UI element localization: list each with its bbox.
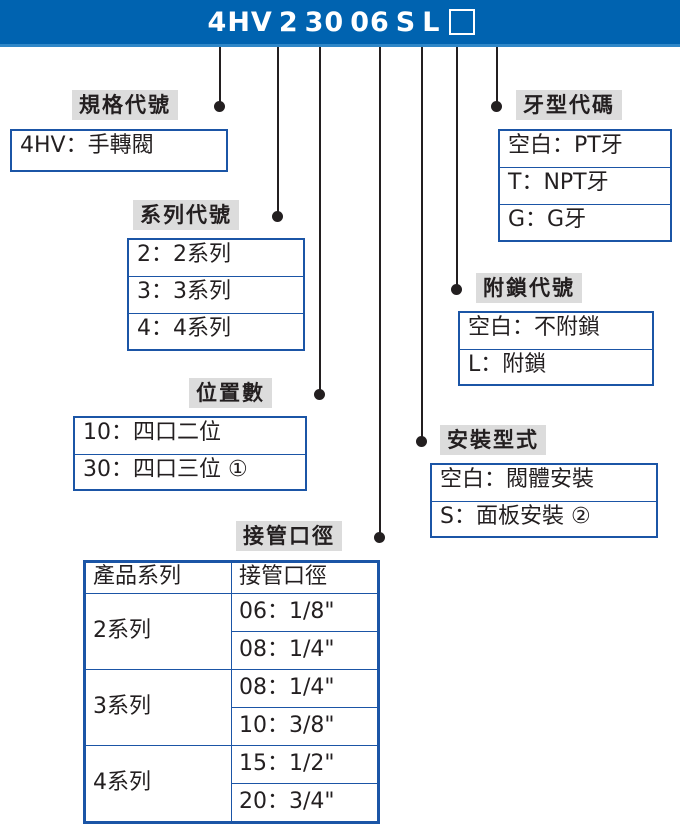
bore-cell: 20：3/4" [231, 783, 378, 822]
option-row: S：面板安裝 ② [440, 504, 591, 529]
bore-cell: 08：1/4" [231, 631, 378, 670]
caption-position-count: 位置數 [189, 378, 272, 408]
column-header-bore: 接管口徑 [231, 562, 378, 594]
option-row: L：附鎖 [468, 352, 547, 377]
caption-thread-type: 牙型代碼 [516, 90, 622, 120]
caption-lock-code: 附鎖代號 [476, 273, 582, 303]
header-bar [0, 0, 680, 44]
leader-dot-thread [491, 101, 502, 112]
option-row: 空白：閥體安裝 [432, 465, 656, 502]
bore-cell: 15：1/2" [231, 745, 378, 784]
code-segment-lock: L [422, 6, 441, 38]
option-row: T：NPT牙 [500, 168, 670, 205]
caption-series-code: 系列代號 [133, 200, 239, 230]
code-segment-series: 2 [278, 6, 299, 38]
table-row: 3系列 08：1/4" [85, 669, 378, 746]
option-row: G：G牙 [508, 207, 587, 232]
leader-line-bore [379, 47, 381, 535]
optbox-position-count: 10：四口二位 30：四口三位 ① [73, 416, 307, 491]
leader-dot-bore [374, 532, 385, 543]
table-row: 08：1/4" [86, 631, 378, 670]
table-row: 2系列 06：1/8" [85, 593, 378, 670]
code-segment-mounting: S [395, 6, 417, 38]
code-segment-bore: 06 [350, 6, 390, 38]
header-underline [0, 44, 680, 47]
leader-dot-series [272, 211, 283, 222]
table-row: 10：3/8" [86, 707, 378, 746]
leader-line-thread [496, 47, 498, 104]
option-row: 30：四口三位 ① [83, 457, 248, 482]
caption-mounting-type: 安裝型式 [440, 425, 546, 455]
option-row: 10：四口二位 [75, 418, 305, 455]
leader-dot-position [314, 389, 325, 400]
table-header-row: 產品系列 接管口徑 [85, 562, 378, 594]
leader-dot-mounting [416, 436, 427, 447]
leader-line-lock [456, 47, 458, 287]
option-row: 3：3系列 [129, 277, 303, 314]
code-segment-spec: 4HV [207, 6, 273, 38]
optbox-series-code: 2：2系列 3：3系列 4：4系列 [127, 238, 305, 351]
bore-cell: 08：1/4" [231, 669, 378, 708]
leader-line-spec [219, 47, 221, 104]
bore-cell: 10：3/8" [231, 707, 378, 746]
table-row: 4系列 15：1/2" [85, 745, 378, 822]
option-row: 2：2系列 [129, 240, 303, 277]
code-segment-thread-placeholder-icon [449, 9, 476, 35]
leader-dot-lock [451, 284, 462, 295]
optbox-mounting-type: 空白：閥體安裝 S：面板安裝 ② [430, 463, 658, 538]
caption-spec-code: 規格代號 [72, 90, 178, 120]
optbox-spec-code: 4HV：手轉閥 [10, 129, 228, 172]
leader-line-mounting [421, 47, 423, 439]
code-segment-position: 30 [304, 6, 345, 38]
option-row: 空白：不附鎖 [460, 313, 652, 350]
option-row: 4HV：手轉閥 [20, 133, 154, 158]
bore-size-table: 產品系列 接管口徑 2系列 06：1/8" 08：1/4" 3系列 08：1/4… [83, 560, 380, 824]
option-row: 空白：PT牙 [500, 131, 670, 168]
bore-cell: 06：1/8" [231, 593, 378, 632]
leader-dot-spec [214, 101, 225, 112]
series-cell: 4系列 [85, 745, 232, 822]
column-header-series: 產品系列 [85, 562, 232, 594]
table-row: 20：3/4" [86, 783, 378, 822]
product-code-string: 4HV 2 30 06 S L [0, 0, 680, 44]
series-cell: 2系列 [85, 593, 232, 670]
leader-line-position [319, 47, 321, 392]
option-row: 4：4系列 [137, 316, 231, 341]
series-cell: 3系列 [85, 669, 232, 746]
optbox-thread-type: 空白：PT牙 T：NPT牙 G：G牙 [498, 129, 672, 242]
caption-bore-size: 接管口徑 [236, 521, 342, 551]
optbox-lock-code: 空白：不附鎖 L：附鎖 [458, 311, 654, 386]
leader-line-series [277, 47, 279, 214]
